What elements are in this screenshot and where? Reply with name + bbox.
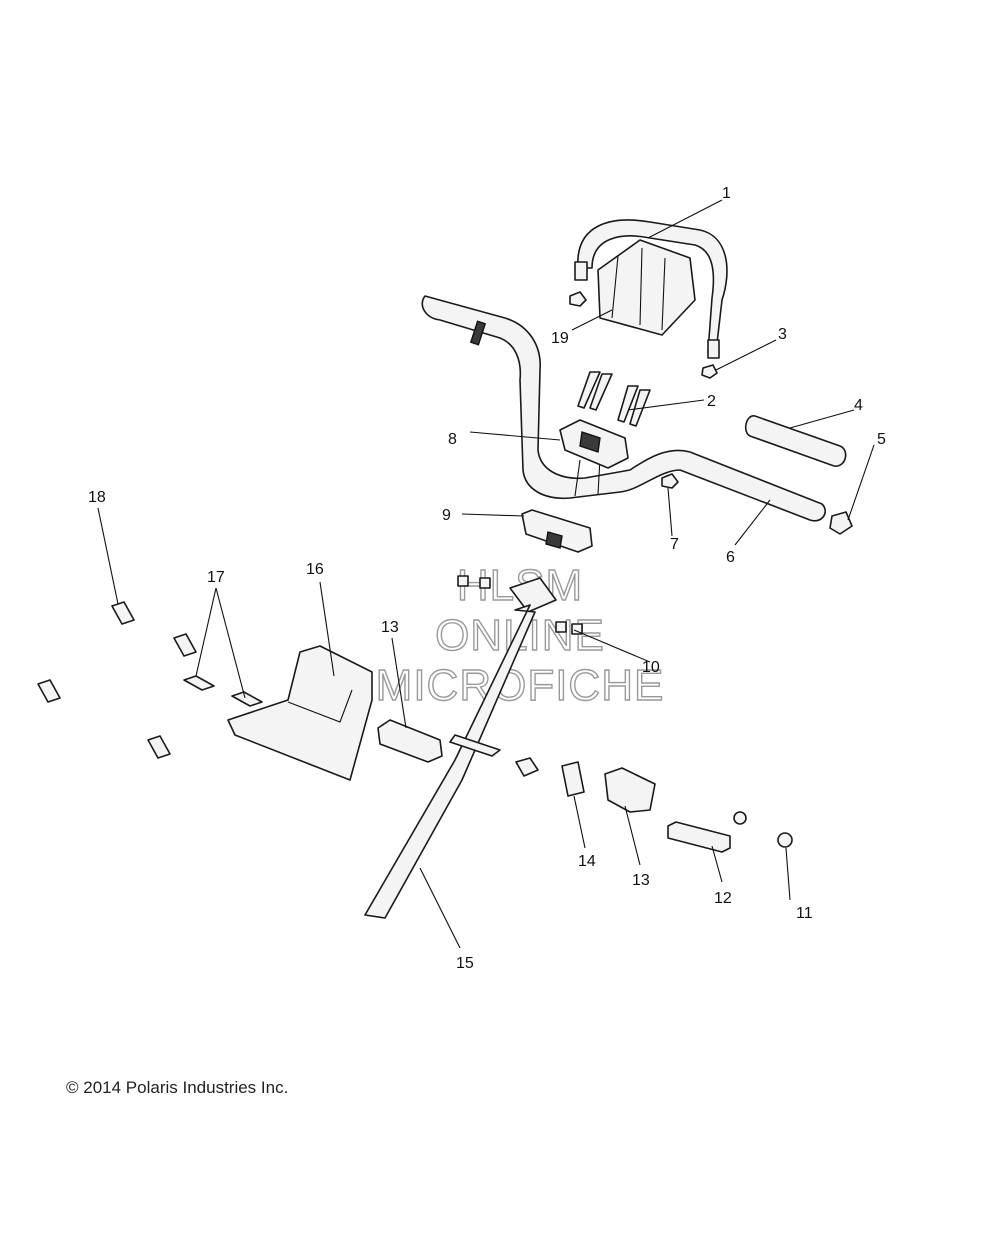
part-14-bushing xyxy=(515,757,585,797)
part-11-nut xyxy=(777,832,793,848)
callout-9: 9 xyxy=(442,507,451,524)
callout-16: 16 xyxy=(306,561,324,578)
callout-13-upper: 13 xyxy=(381,619,399,636)
leader-lines xyxy=(97,199,875,949)
callout-17: 17 xyxy=(207,569,225,586)
part-5-end-cap xyxy=(829,511,853,535)
part-8-clamp xyxy=(559,419,629,469)
part-3-nut xyxy=(569,291,718,379)
part-12-link-plate xyxy=(667,811,747,853)
callout-18: 18 xyxy=(88,489,106,506)
callout-7: 7 xyxy=(670,536,679,553)
watermark-line-3: MICROFICHE xyxy=(376,661,665,710)
part-2-bolts xyxy=(577,371,651,427)
part-10-nuts xyxy=(457,575,583,635)
callout-14: 14 xyxy=(578,853,596,870)
callout-3: 3 xyxy=(778,326,787,343)
callout-11: 11 xyxy=(796,905,813,922)
callout-4: 4 xyxy=(854,397,863,414)
part-6-handlebar xyxy=(421,295,826,522)
part-19-bar-pad xyxy=(597,239,696,336)
callout-1: 1 xyxy=(722,185,731,202)
part-18-bolt xyxy=(111,601,135,625)
callout-19: 19 xyxy=(551,330,569,347)
callout-13-lower: 13 xyxy=(632,872,650,889)
part-13-bushing-housing xyxy=(377,719,443,763)
callout-5: 5 xyxy=(877,431,886,448)
callout-6: 6 xyxy=(726,549,735,566)
callout-12: 12 xyxy=(714,890,732,907)
callout-10: 10 xyxy=(642,659,660,676)
callout-15: 15 xyxy=(456,955,474,972)
part-7-nut xyxy=(661,473,679,489)
callout-2: 2 xyxy=(707,393,716,410)
part-4-grip xyxy=(744,415,847,467)
part-16-bracket xyxy=(227,645,373,781)
part-13-lower-clamp xyxy=(604,767,656,813)
copyright-notice: © 2014 Polaris Industries Inc. xyxy=(66,1078,289,1097)
callout-labels: 1 2 3 4 5 6 7 8 9 10 11 12 13 13 14 15 1… xyxy=(88,185,886,972)
part-17-bolts xyxy=(37,633,263,759)
part-9-lower-clamp xyxy=(521,509,593,553)
callout-8: 8 xyxy=(448,431,457,448)
part-1-handguard-bar xyxy=(574,219,728,359)
part-15-steering-post xyxy=(364,577,557,919)
